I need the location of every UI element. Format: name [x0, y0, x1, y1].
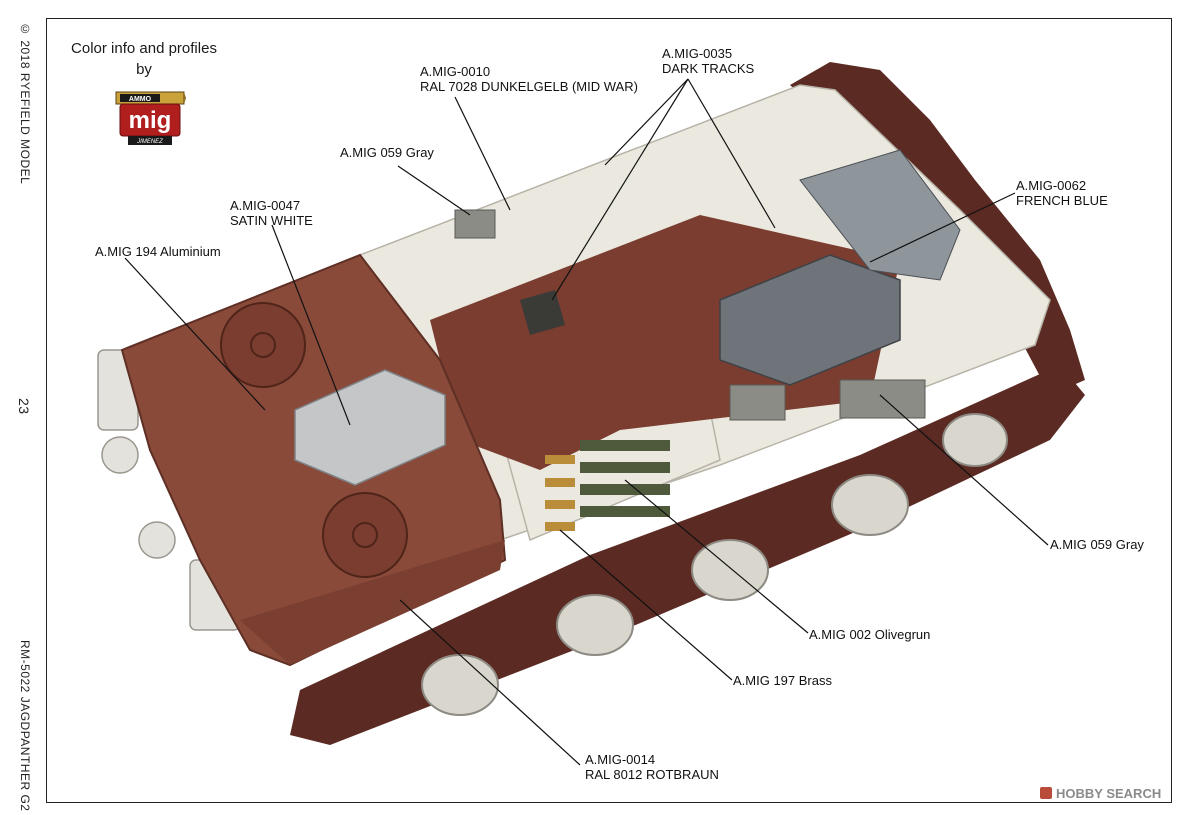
label-mig-059-top: A.MIG 059 Gray [340, 145, 434, 160]
label-mig-0035: A.MIG-0035 DARK TRACKS [662, 46, 754, 76]
ammo-mig-logo: AMMO mig JIMENEZ [115, 91, 186, 145]
label-mig-0062-name: FRENCH BLUE [1016, 193, 1108, 208]
transmission [719, 254, 901, 386]
page-border [46, 18, 1172, 803]
label-mig-0014: A.MIG-0014 RAL 8012 ROTBRAUN [585, 752, 719, 782]
label-mig-002: A.MIG 002 Olivegrun [809, 627, 931, 642]
label-mig-0062-code: A.MIG-0062 [1016, 178, 1087, 193]
logo-bottom-text: JIMENEZ [136, 139, 163, 145]
page-number: 23 [16, 398, 32, 415]
label-mig-0010: A.MIG-0010 RAL 7028 DUNKELGELB (MID WAR) [420, 64, 638, 94]
label-mig-0035-name: DARK TRACKS [662, 61, 755, 76]
header-title: Color info and profiles [71, 40, 217, 57]
label-mig-059-right: A.MIG 059 Gray [1050, 537, 1144, 552]
watermark-text: HOBBY SEARCH [1056, 786, 1162, 801]
logo-main-text: mig [129, 107, 172, 134]
brass-casings [545, 455, 575, 531]
header-by: by [136, 61, 152, 78]
label-mig-0062: A.MIG-0062 FRENCH BLUE [1016, 178, 1108, 208]
label-mig-0035-code: A.MIG-0035 [662, 46, 733, 61]
label-mig-0047-code: A.MIG-0047 [230, 198, 301, 213]
copyright-text: © 2018 RYEFIELD MODEL [18, 22, 32, 185]
label-mig-194: A.MIG 194 Aluminium [95, 244, 221, 259]
engine-deck-front-plate [240, 540, 505, 665]
label-mig-0010-name: RAL 7028 DUNKELGELB (MID WAR) [420, 79, 638, 94]
label-mig-0014-name: RAL 8012 ROTBRAUN [585, 767, 719, 782]
label-mig-0047-name: SATIN WHITE [230, 213, 313, 228]
logo-top-text: AMMO [129, 96, 152, 103]
watermark-icon [1040, 787, 1052, 799]
label-mig-0014-code: A.MIG-0014 [585, 752, 656, 767]
watermark: HOBBY SEARCH [1040, 786, 1161, 801]
label-mig-0047: A.MIG-0047 SATIN WHITE [230, 198, 313, 228]
model-code: RM-5022 JAGDPANTHER G2 [18, 640, 32, 812]
label-mig-0010-code: A.MIG-0010 [420, 64, 491, 79]
label-mig-197: A.MIG 197 Brass [733, 673, 832, 688]
driver-seat [520, 290, 565, 335]
